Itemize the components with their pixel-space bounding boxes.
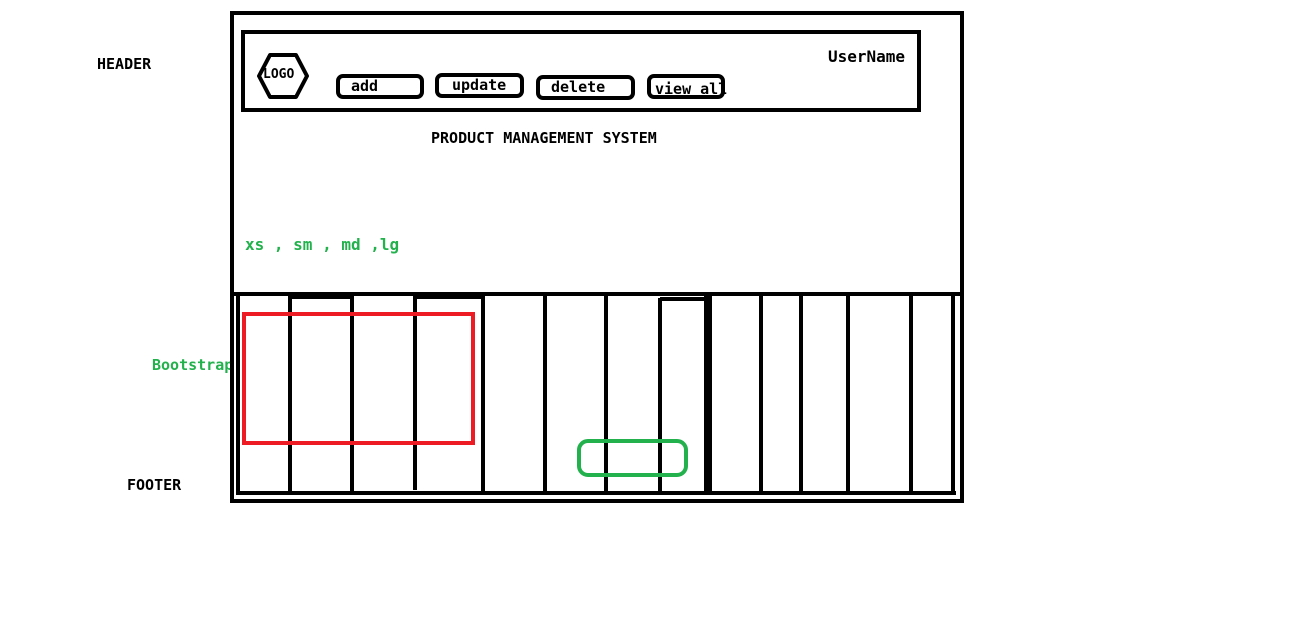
footer-annotation: FOOTER [127,476,182,494]
hexagon-logo-icon [257,53,309,99]
page-frame [230,11,964,503]
header-annotation: HEADER [97,55,152,73]
breakpoints-note: xs , sm , md ,lg [245,235,400,254]
navbar [241,30,921,112]
username-label[interactable]: UserName [828,47,906,66]
page-title: PRODUCT MANAGEMENT SYSTEM [431,129,657,147]
add-button[interactable]: add [336,74,424,99]
delete-button[interactable]: delete [536,75,635,100]
logo-text: LOGO [263,67,295,82]
update-button[interactable]: update [435,73,524,98]
view-all-button[interactable]: view all [647,74,727,99]
bootstrap-annotation: Bootstrap [152,356,234,374]
